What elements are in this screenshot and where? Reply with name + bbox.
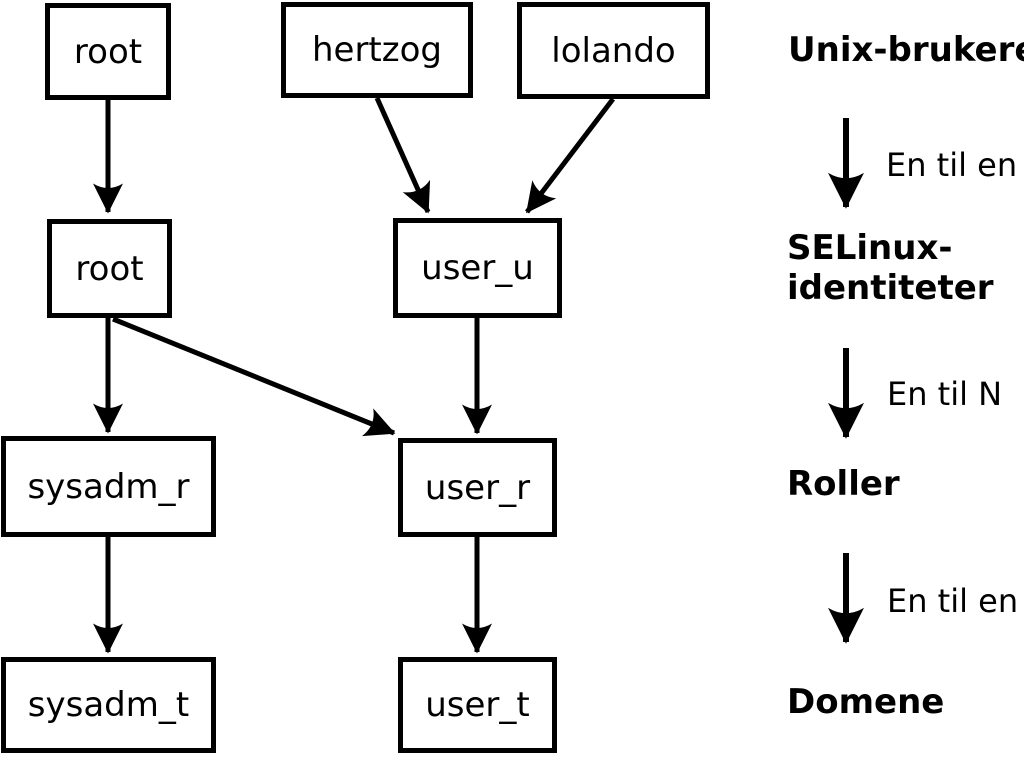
node-label: user_r <box>424 467 531 508</box>
node-domain-sysadm-t: sysadm_t <box>1 657 216 753</box>
legend-level-selinux-line1: SELinux- <box>787 228 953 268</box>
legend-level-unix-users: Unix-brukere <box>788 30 1024 70</box>
node-label: hertzog <box>311 30 442 70</box>
legend-level-selinux-identities: SELinux- identiteter <box>787 228 994 308</box>
edge-lolando-to-useru <box>525 97 615 214</box>
legend-level-roles: Roller <box>787 464 900 504</box>
node-role-user-r: user_r <box>398 438 557 537</box>
node-unix-user-hertzog: hertzog <box>281 2 473 98</box>
node-selinux-identity-user-u: user_u <box>393 218 562 318</box>
legend-level-selinux-line2: identiteter <box>787 268 994 308</box>
node-label: user_t <box>425 685 530 725</box>
legend-relation-one-to-n: En til N <box>887 375 1003 413</box>
legend-relation-one-to-one-1: En til en <box>886 146 1018 184</box>
node-unix-user-lolando: lolando <box>517 2 710 99</box>
legend-relation-one-to-one-2: En til en <box>887 582 1019 620</box>
node-label: lolando <box>551 30 676 71</box>
node-unix-user-root: root <box>45 3 171 100</box>
node-label: root <box>75 248 144 289</box>
edge-hertzog-to-useru <box>374 96 431 214</box>
legend-level-domains: Domene <box>787 682 945 722</box>
node-label: root <box>73 31 143 72</box>
node-role-sysadm-r: sysadm_r <box>1 436 216 537</box>
node-label: user_u <box>421 248 534 288</box>
node-domain-user-t: user_t <box>398 657 557 753</box>
node-label: sysadm_t <box>27 685 190 725</box>
edge-selinuxroot-to-userr <box>112 316 396 437</box>
node-selinux-identity-root: root <box>47 219 172 318</box>
node-label: sysadm_r <box>27 466 190 507</box>
